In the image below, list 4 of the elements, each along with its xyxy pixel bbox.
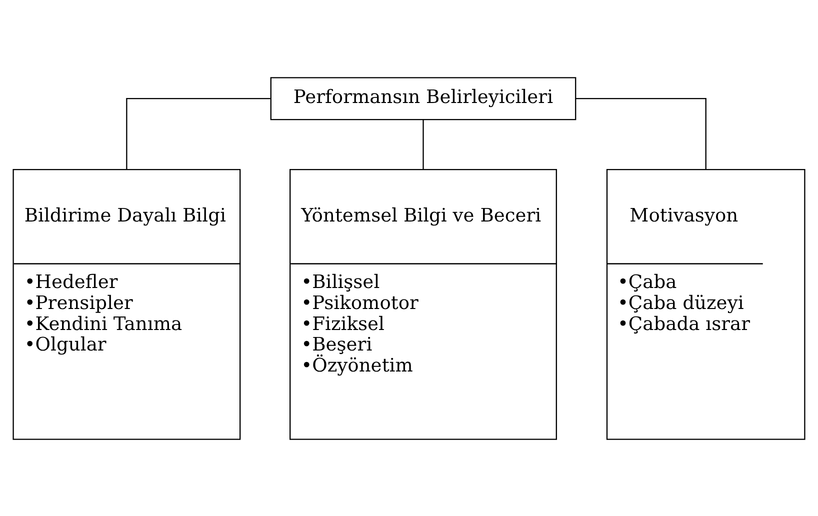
connector: [576, 98, 706, 169]
connector: [422, 119, 424, 169]
node-box: Performansın Belirleyicileri: [270, 76, 576, 120]
connector: [126, 98, 271, 169]
